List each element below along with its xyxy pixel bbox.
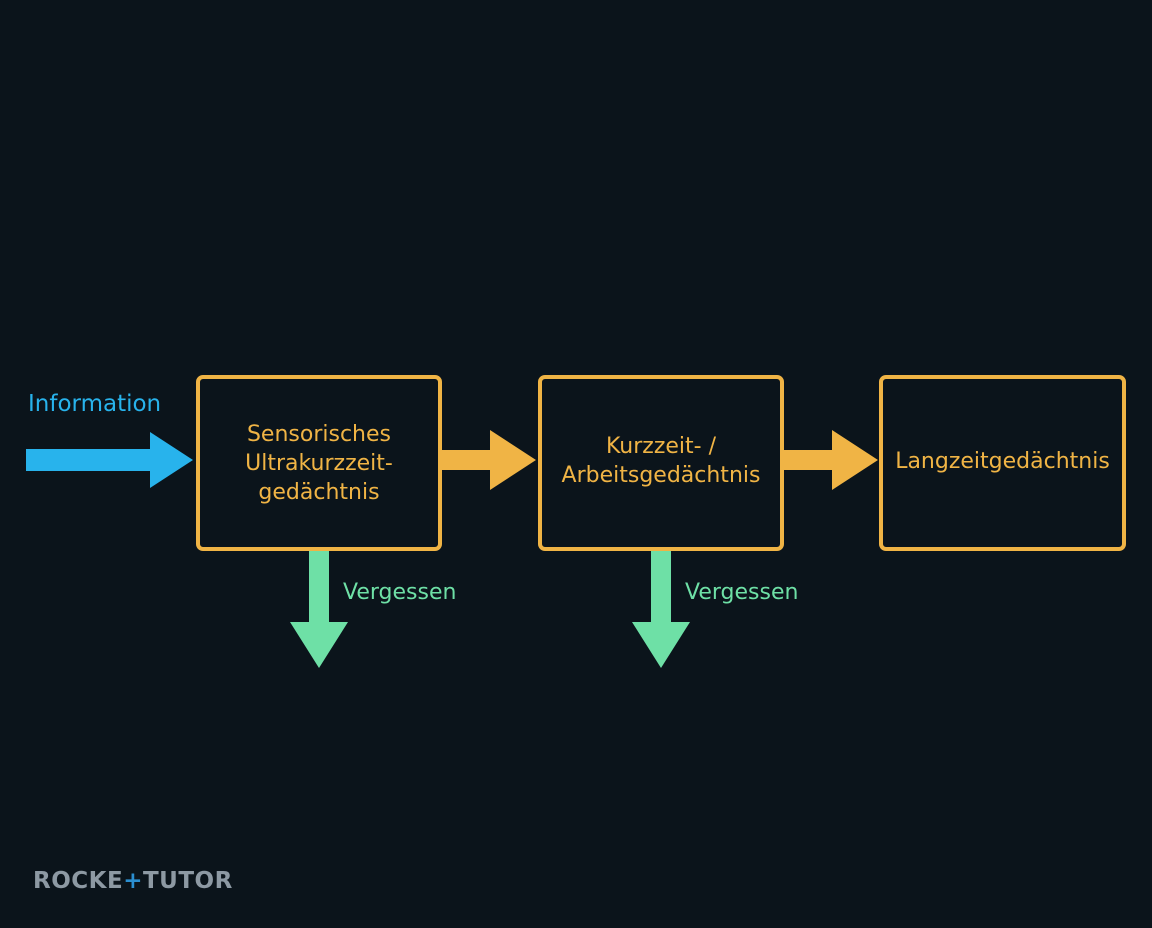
forget-arrow-icon-1 <box>290 551 348 668</box>
information-label: Information <box>28 391 162 417</box>
stage-label-short-term: Kurzzeit- / Arbeitsgedächtnis <box>542 379 780 543</box>
stage-label-line: Arbeitsgedächtnis <box>561 463 761 488</box>
stage-box-long-term <box>879 375 1126 551</box>
forget-label-1: Vergessen <box>343 580 457 605</box>
forget-label-2: Vergessen <box>685 580 799 605</box>
rocket-tutor-logo: ROCKE+TUTOR <box>33 868 233 894</box>
logo-text-part2: TUTOR <box>142 868 233 894</box>
stage-label-line: Ultrakurzzeit- <box>245 450 393 476</box>
stage-label-sensory: Sensorisches Ultrakurzzeit- gedächtnis <box>200 379 438 547</box>
logo-text-part1: ROCKE <box>33 868 124 894</box>
stage-label-line: Sensorisches <box>246 421 391 447</box>
forget-arrow-icon-2 <box>632 551 690 668</box>
stage-label-line: Langzeitgedächtnis <box>895 448 1110 474</box>
flow-arrow-icon-1 <box>442 430 536 490</box>
stage-label-line: gedächtnis <box>258 479 380 505</box>
stage-box-sensory <box>196 375 442 551</box>
stage-label-long-term: Langzeitgedächtnis <box>883 379 1122 543</box>
logo-plus-icon: + <box>123 868 143 894</box>
input-arrow-icon <box>26 432 193 488</box>
flow-arrow-icon-2 <box>784 430 878 490</box>
stage-label-line: Kurzzeit- / <box>605 434 717 459</box>
stage-box-short-term <box>538 375 784 551</box>
